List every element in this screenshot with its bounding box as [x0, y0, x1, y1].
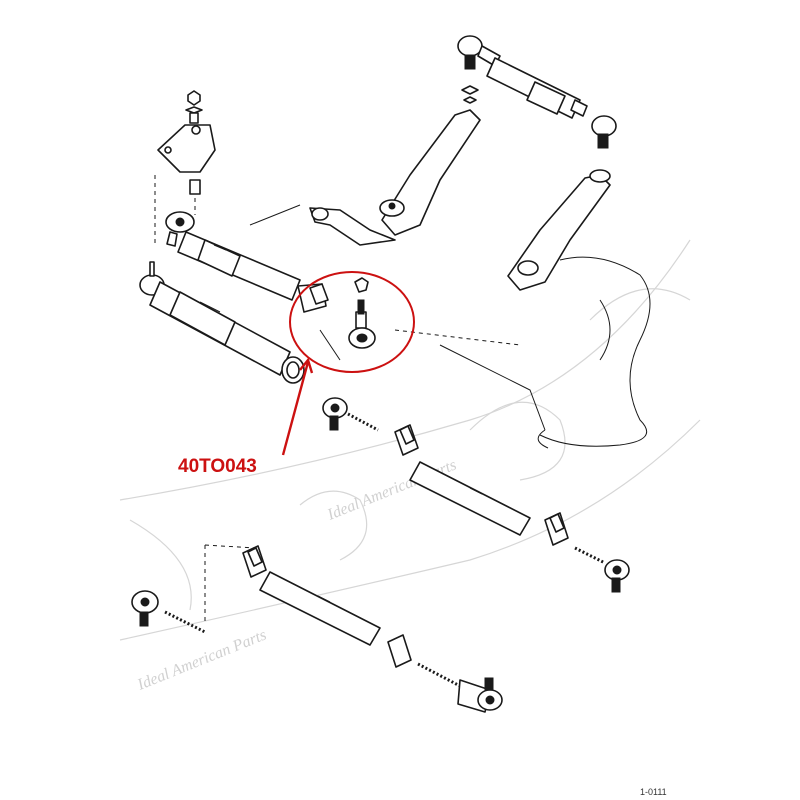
callout-arrow [281, 361, 310, 456]
watermark-text-lower: Ideal American Parts [134, 626, 269, 694]
idler-mount-bracket [157, 90, 216, 195]
drag-link-assembly [139, 261, 305, 384]
part-callout: 40TO043 [178, 271, 415, 477]
pitman-arm [309, 109, 481, 246]
assembly-guide-lines [154, 175, 546, 625]
upper-right-tie-rod [457, 35, 617, 149]
callout-part-number: 40TO043 [178, 456, 257, 477]
lower-tie-rod-assembly [131, 545, 503, 713]
idler-arm [507, 169, 651, 449]
tie-rod-end-40TO043 [297, 277, 376, 349]
callout-circle [289, 271, 415, 373]
upper-center-link [165, 211, 301, 301]
middle-tie-rod-assembly [322, 397, 630, 593]
diagram-reference-code: 1-0111 [640, 787, 667, 797]
